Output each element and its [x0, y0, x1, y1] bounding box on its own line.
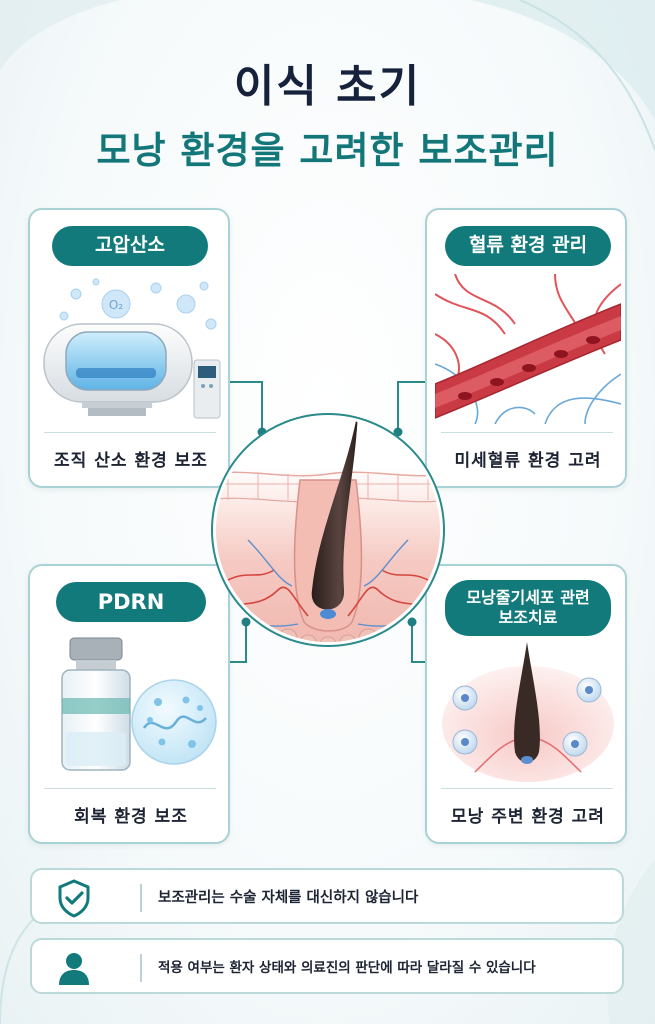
label-hyperbaric-oxygen: 조직 산소 환경 보조 — [54, 451, 208, 471]
pill-stem-cell-line1: 모낭줄기세포 관련 — [466, 588, 590, 607]
card-stem-cell: 모낭줄기세포 관련 보조치료 — [425, 564, 627, 844]
card-divider — [44, 432, 216, 433]
card-divider — [44, 788, 216, 789]
note-surgery-disclaimer: 보조관리는 수술 자체를 대신하지 않습니다 — [30, 868, 624, 924]
label-pdrn: 회복 환경 보조 — [74, 807, 188, 827]
vial-icon — [61, 637, 217, 771]
pill-hyperbaric-oxygen: 고압산소 — [52, 226, 208, 266]
follicle-cells-icon — [442, 642, 614, 782]
pill-blood-flow: 혈류 환경 관리 — [445, 226, 611, 266]
title-main: 이식 초기 — [233, 61, 422, 112]
pill-stem-cell: 모낭줄기세포 관련 보조치료 — [445, 580, 611, 636]
card-blood-flow: 혈류 환경 관리 미세혈류 환경 고려 — [425, 208, 627, 488]
title-sub: 모낭 환경을 고려한 보조관리 — [96, 129, 559, 172]
label-blood-flow: 미세혈류 환경 고려 — [454, 451, 602, 471]
note-separator — [140, 954, 142, 982]
card-divider — [441, 788, 613, 789]
label-stem-cell: 모낭 주변 환경 고려 — [451, 807, 605, 827]
pill-pdrn: PDRN — [56, 582, 206, 622]
note-separator — [140, 884, 142, 912]
hyperbaric-chamber-icon: O₂ — [43, 278, 221, 419]
user-icon — [59, 953, 89, 985]
note-text-surgery: 보조관리는 수술 자체를 대신하지 않습니다 — [158, 889, 419, 906]
card-divider — [441, 432, 613, 433]
note-eligibility-disclaimer: 적용 여부는 환자 상태와 의료진의 판단에 따라 달라질 수 있습니다 — [30, 938, 624, 994]
blood-vessel-icon — [435, 274, 621, 424]
card-pdrn: PDRN 회복 — [28, 564, 230, 844]
card-hyperbaric-oxygen: 고압산소 O₂ — [28, 208, 230, 488]
pill-stem-cell-line2: 보조치료 — [498, 608, 558, 627]
shield-check-icon — [58, 879, 90, 918]
hair-follicle-cross-section-icon — [211, 413, 445, 647]
note-text-eligibility: 적용 여부는 환자 상태와 의료진의 판단에 따라 달라질 수 있습니다 — [158, 960, 536, 976]
svg-text:O₂: O₂ — [109, 298, 123, 312]
